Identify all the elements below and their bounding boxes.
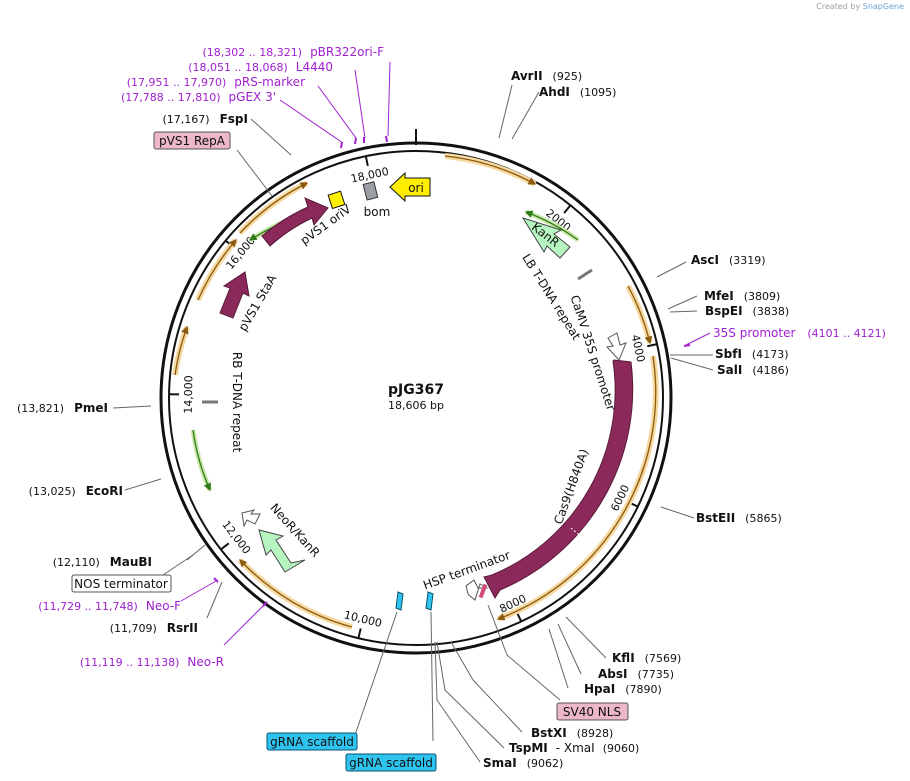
- orf-arc-staA-line: [197, 239, 237, 301]
- camv-promoter-label: CaMV 35S promoter: [568, 293, 619, 412]
- credit-brand: SnapGene: [862, 2, 904, 11]
- grna-scaffold-label-2: gRNA scaffold: [349, 756, 433, 770]
- enzyme-label: (17,167)FspI: [163, 112, 248, 126]
- enzyme-label: (13,821)PmeI: [17, 401, 108, 415]
- grna-scaffold-box-2: [345, 753, 437, 772]
- enzyme-label: AhdI(1095): [539, 85, 616, 99]
- cas9-split-mark: [570, 527, 584, 539]
- enzyme-label: (12,110)MauBI: [53, 555, 152, 569]
- scale-tick: [364, 155, 369, 167]
- scale-tick: [357, 628, 362, 639]
- grna-scaffold-box-1: [266, 732, 358, 751]
- enzyme-label: (11,709)RsrII: [110, 621, 198, 635]
- pvs1-repa-label: pVS1 RepA: [159, 134, 226, 148]
- boxed-feature-labels: pVS1 RepA NOS terminator SV40 NLS gRNA s…: [71, 131, 629, 772]
- bom-label: bom: [364, 205, 391, 219]
- orf-arc-top: [444, 153, 537, 187]
- kanr-arrow: [521, 217, 571, 259]
- orf-arc-neo: [237, 557, 353, 630]
- lb-repeat-mark: [577, 268, 593, 281]
- enzyme-label: HpaI(7890): [584, 682, 662, 696]
- orf-arcs: [172, 153, 659, 630]
- scale-tick-label: 14,000: [182, 375, 196, 414]
- primer-leaders: [180, 61, 711, 646]
- enzyme-labels: AvrII(925) AhdI(1095) AscI(3319) MfeI(38…: [17, 69, 789, 770]
- bom-box: [362, 181, 379, 201]
- credit-prefix: Created by: [816, 2, 861, 11]
- primer-labels: (18,302 .. 18,321)pBR322ori-F (18,051 ..…: [38, 45, 886, 669]
- enzyme-label: BstXI(8928): [531, 726, 613, 740]
- camv-promoter-arrow: [606, 332, 627, 361]
- primer-label: (17,788 .. 17,810)pGEX 3': [121, 90, 276, 104]
- cas9-feature-arrow: [483, 359, 634, 600]
- enzyme-label: BspEI(3838): [705, 304, 789, 318]
- leader-lines: [112, 84, 714, 763]
- orf-arc-top-line: [444, 155, 537, 185]
- green-arc-left: [190, 429, 213, 492]
- enzyme-label: TspMI- XmaI(9060): [509, 741, 639, 755]
- snapgene-credit: Created by SnapGene: [816, 2, 904, 11]
- nos-terminator-box: [71, 574, 172, 593]
- backbone-inner: [168, 150, 664, 646]
- pvs1-staa-arrow: [219, 271, 250, 319]
- orf-arc-neo-line: [239, 559, 353, 628]
- pvs1-repa-box: [153, 131, 231, 150]
- ori-label: ori: [408, 181, 424, 195]
- nos-terminator-label: NOS terminator: [74, 577, 168, 591]
- green-arc-kan-line: [524, 210, 579, 241]
- enzyme-label: AscI(3319): [691, 253, 766, 267]
- scale-tick: [563, 204, 572, 214]
- orf-arc-repA-line: [239, 182, 309, 234]
- primer-label: (18,051 .. 18,068)L4440: [188, 60, 333, 74]
- sv40-nls-label: SV40 NLS: [563, 705, 621, 719]
- primer-label: (11,729 .. 11,748)Neo-F: [38, 599, 181, 613]
- orf-arc-right-line: [627, 285, 653, 345]
- pvs1-oriv-arrow: [261, 197, 329, 247]
- rb-repeat-label: RB T-DNA repeat: [230, 352, 244, 453]
- grna-marker-2: [425, 591, 434, 611]
- enzyme-label: BstEII(5865): [696, 511, 782, 525]
- enzyme-label: AbsI(7735): [598, 667, 674, 681]
- primer-label: (18,302 .. 18,321)pBR322ori-F: [203, 45, 385, 59]
- primer-label: (11,119 .. 11,138)Neo-R: [80, 655, 224, 669]
- green-arcs: [190, 209, 580, 492]
- primer-label: (17,951 .. 17,970)pRS-marker: [127, 75, 305, 89]
- orf-arc-cas9-line: [496, 355, 657, 621]
- green-arc-left-line: [192, 429, 211, 492]
- scale-tick-label: 4000: [629, 333, 648, 363]
- scale-tick: [647, 343, 658, 348]
- plasmid-name: pJG367: [388, 382, 444, 398]
- scale-tick-label: 12,000: [219, 518, 253, 556]
- enzyme-label: SalI(4186): [717, 363, 789, 377]
- enzyme-label: MfeI(3809): [704, 289, 780, 303]
- enzyme-label: (13,025)EcoRI: [29, 484, 123, 498]
- plasmid-length: 18,606 bp: [388, 399, 444, 412]
- sv40-nls-mark: [478, 583, 488, 599]
- enzyme-label: KflI(7569): [612, 651, 681, 665]
- enzyme-label: SmaI(9062): [483, 756, 563, 770]
- scale-tick: [220, 542, 230, 551]
- sv40-nls-box: [556, 702, 629, 721]
- orf-arc-left-line: [174, 325, 189, 376]
- enzyme-label: AvrII(925): [511, 69, 582, 83]
- ori-arrow: [389, 171, 431, 203]
- grna-marker-1: [395, 591, 404, 611]
- neo-promoter-arrow: [241, 509, 261, 528]
- pvs1-oriv-box: [327, 190, 346, 210]
- hsp-terminator-arrow: [465, 579, 489, 601]
- neor-kanr-arrow: [258, 529, 306, 573]
- enzyme-label: SbfI(4173): [715, 347, 789, 361]
- grna-scaffold-label-1: gRNA scaffold: [270, 735, 354, 749]
- primer-label: 35S promoter(4101 .. 4121): [713, 326, 886, 340]
